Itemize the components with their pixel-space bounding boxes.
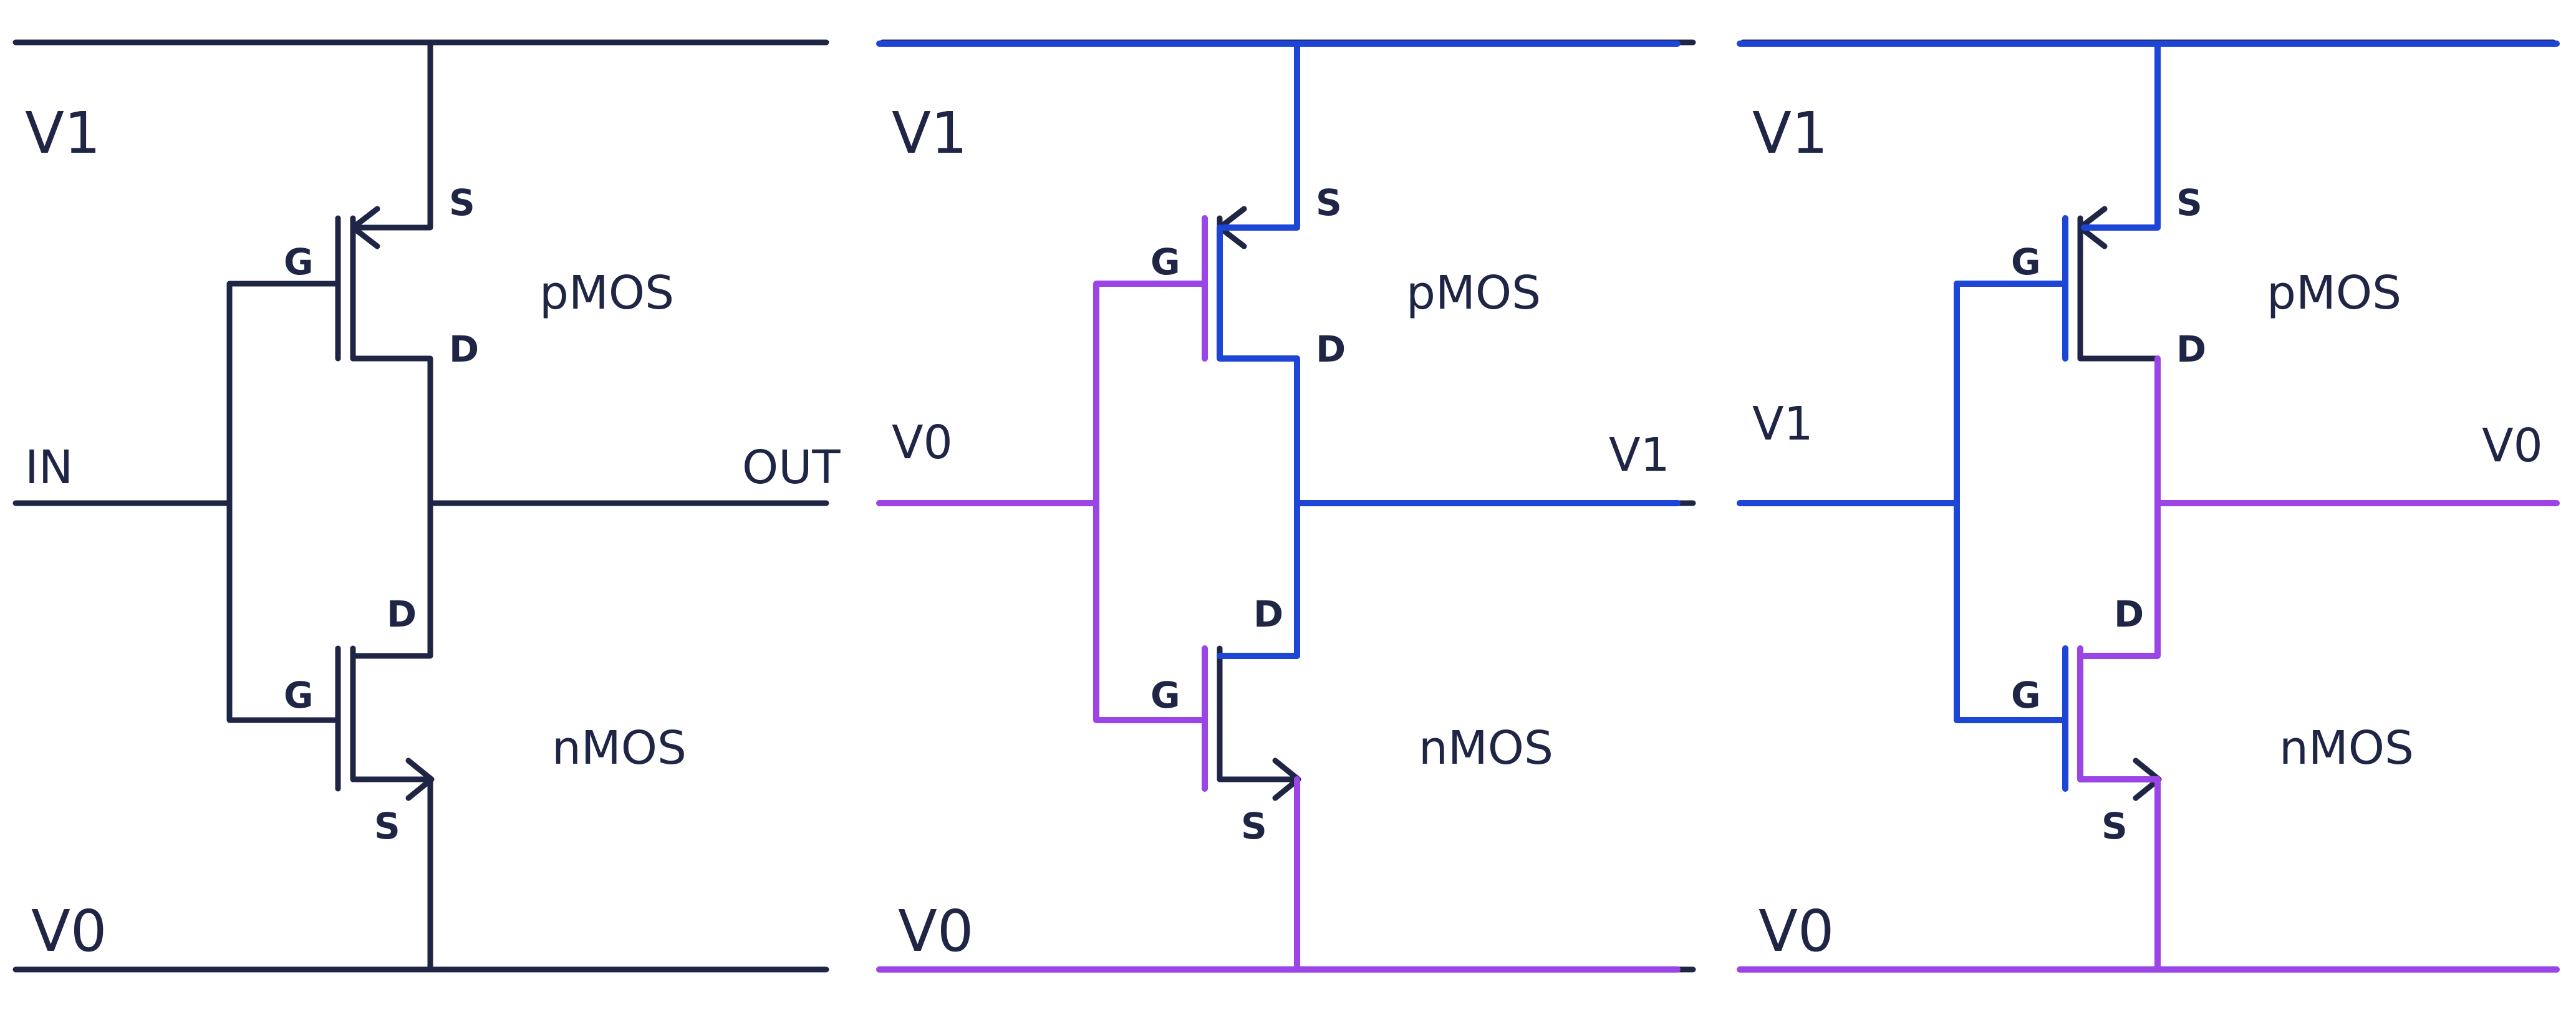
nmos-drain-terminal: D [1253, 593, 1283, 635]
ground-rail-label: V0 [31, 898, 107, 965]
pmos-gate-terminal: G [284, 241, 314, 283]
ground-rail-label: V0 [898, 898, 973, 965]
pmos-drain-terminal: D [1316, 328, 1346, 370]
nmos-gate-terminal: G [1151, 674, 1180, 716]
nmos-source-terminal: S [374, 805, 400, 847]
panel-input-low: V1 V0 V0 V1 pMOS nMOS G S D G D S [876, 41, 1693, 973]
nmos-gate-terminal: G [284, 674, 314, 716]
inverter-schematic [16, 42, 826, 969]
pmos-source-terminal: S [1316, 181, 1342, 224]
nmos-source-terminal: S [1241, 805, 1267, 847]
output-level-label: V1 [1609, 428, 1670, 482]
pmos-source-terminal: S [2176, 181, 2202, 224]
supply-rail-label: V1 [25, 100, 100, 166]
low-signal-highlight [876, 215, 1681, 973]
low-signal-highlight [1737, 355, 2560, 973]
nmos-label: nMOS [1419, 721, 1553, 775]
pmos-drain-terminal: D [449, 328, 479, 370]
ground-rail-label: V0 [1758, 898, 1834, 965]
output-level-label: V0 [2482, 419, 2543, 473]
input-label: IN [25, 441, 73, 494]
pmos-label: pMOS [539, 266, 674, 320]
pmos-gate-terminal: G [2011, 241, 2041, 283]
input-level-label: V0 [892, 416, 953, 469]
pmos-drain-terminal: D [2176, 328, 2206, 370]
pmos-source-terminal: S [449, 181, 475, 224]
supply-rail-label: V1 [892, 100, 967, 166]
pmos-label: pMOS [2267, 266, 2401, 320]
output-label: OUT [742, 441, 841, 494]
nmos-gate-terminal: G [2011, 674, 2041, 716]
nmos-source-terminal: S [2101, 805, 2128, 847]
nmos-label: nMOS [552, 721, 687, 775]
high-signal-highlight [876, 41, 1681, 659]
supply-rail-label: V1 [1752, 100, 1828, 166]
pmos-label: pMOS [1406, 266, 1541, 320]
pmos-gate-terminal: G [1151, 241, 1180, 283]
nmos-drain-terminal: D [2114, 593, 2144, 635]
nmos-label: nMOS [2279, 721, 2414, 775]
high-signal-highlight [1737, 41, 2560, 792]
panel-input-high: V1 V0 V1 V0 pMOS nMOS G S D G D S [1737, 41, 2560, 973]
panel-schematic: V1 V0 IN OUT pMOS nMOS G S D G D S [16, 42, 841, 969]
input-level-label: V1 [1752, 397, 1813, 451]
nmos-drain-terminal: D [387, 593, 417, 635]
